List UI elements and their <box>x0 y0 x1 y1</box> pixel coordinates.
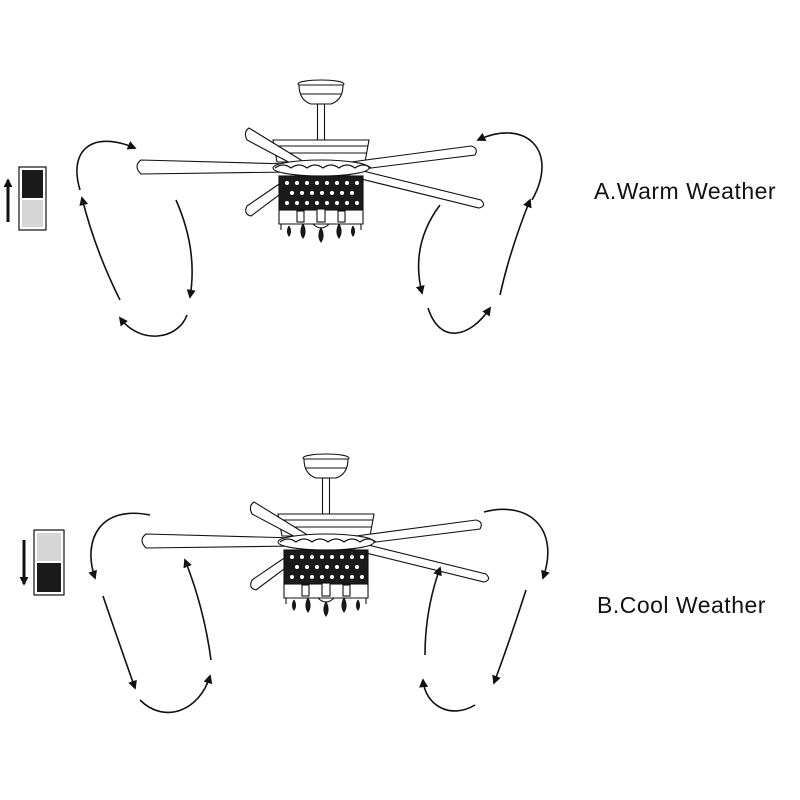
cool-weather-diagram <box>19 453 550 714</box>
warm-weather-diagram <box>3 79 543 337</box>
airflow-arrows <box>88 508 550 714</box>
reverse-switch-up <box>18 166 47 231</box>
ceiling-fan-icon <box>141 453 490 617</box>
warm-weather-label: A.Warm Weather <box>594 178 777 204</box>
reverse-switch-down <box>33 529 65 596</box>
airflow-arrows <box>76 132 543 337</box>
cool-weather-label: B.Cool Weather <box>597 592 766 618</box>
